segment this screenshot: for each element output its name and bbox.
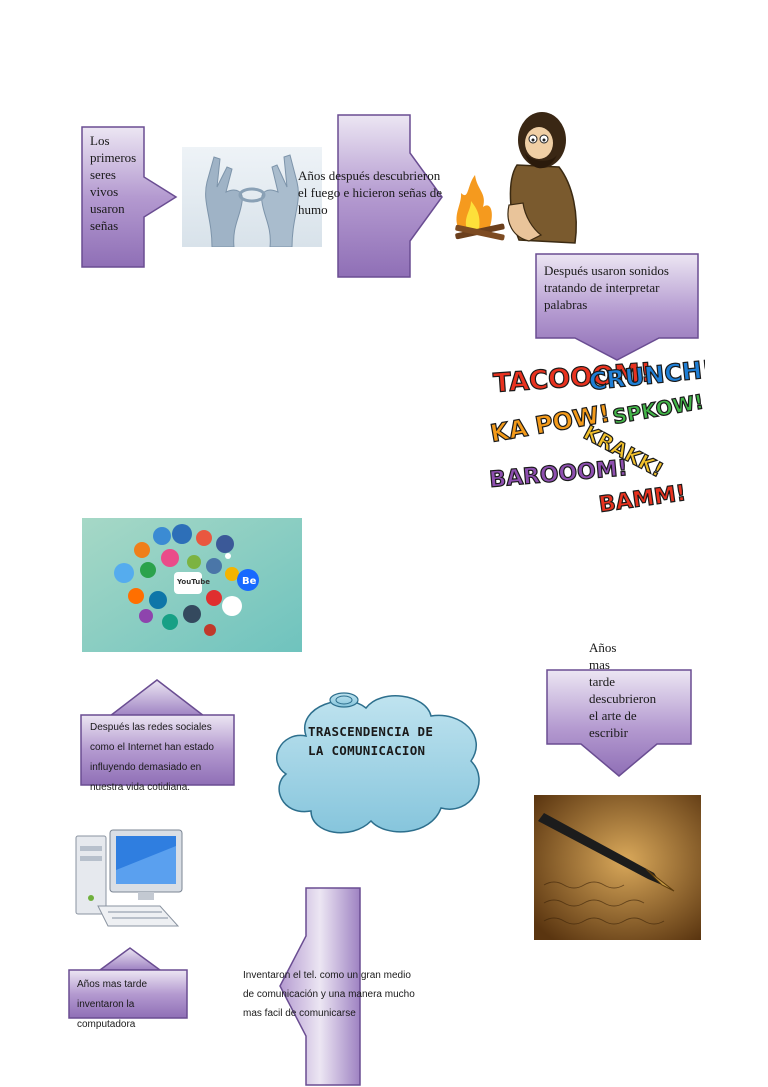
step-redes-text: Después las redes sociales como el Inter…: [90, 722, 214, 793]
arrow-escribir: [546, 669, 692, 777]
step-fuego-text: Años después descubrieron el fuego e hic…: [298, 168, 443, 217]
computer-image: [75, 829, 183, 927]
step-senas-text: Los primeros seres vivos usaron señas: [90, 133, 137, 233]
comic-sound-words-image: TACOOOM! CRUNCH! KA POW! SPKOW! KRAKK! B…: [490, 355, 705, 519]
step-telefono-text: Inventaron el tel. como un gran medio de…: [243, 970, 415, 1019]
comic-word-spkow: SPKOW!: [611, 389, 705, 429]
arrow-computadora-box: [68, 969, 188, 1019]
arrow-redes-box: [80, 714, 235, 786]
caveman-fire-image: [455, 112, 577, 244]
behance-label: Be: [242, 576, 257, 587]
center-title: TRASCENDENCIA DE LA COMUNICACION: [308, 724, 434, 758]
center-cloud: [276, 692, 480, 834]
step-escribir-text: Años mas tarde descubrieron el arte de e…: [589, 640, 657, 740]
comic-word-bamm: BAMM!: [597, 481, 687, 518]
step-computadora-text: Años mas tarde inventaron la computadora: [77, 979, 148, 1030]
youtube-label: YouTube: [176, 578, 210, 586]
arrow-fuego: [337, 114, 443, 278]
arrow-redes-up-head: [107, 679, 207, 717]
arrow-sonidos: [535, 253, 699, 361]
hands-sign-image: [182, 147, 322, 247]
youtube-logo: [174, 572, 202, 594]
comic-word-barooom: BAROOOM!: [490, 456, 629, 493]
step-sonidos-text: Después usaron sonidos tratando de inter…: [544, 263, 669, 312]
arrow-senas: [81, 126, 178, 268]
pen-writing-image: [534, 795, 701, 940]
social-networks-image: Be YouTube: [82, 518, 302, 652]
arrow-telefono: [279, 887, 361, 1086]
